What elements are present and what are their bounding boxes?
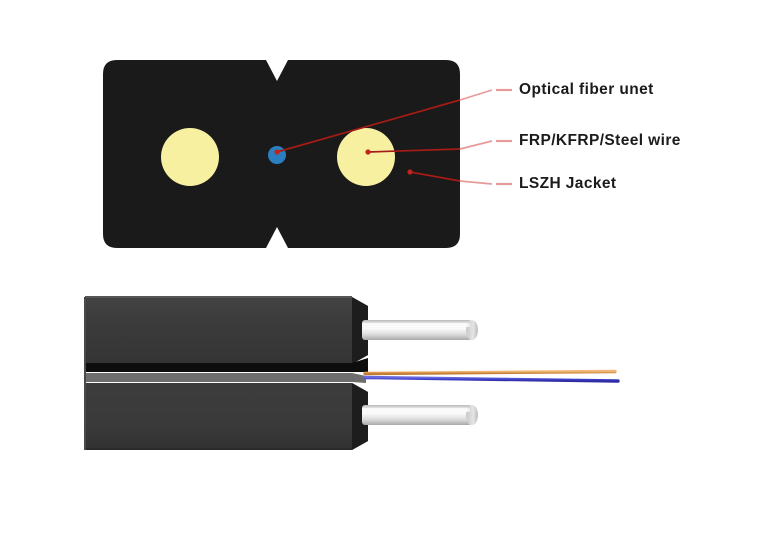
left-fiber-unit-circle [161, 128, 219, 186]
cable-left-cut-edge [84, 297, 86, 450]
callout-lszh-jacket: LSZH Jacket [496, 175, 616, 192]
cable-upper-end-face [352, 297, 368, 364]
blue-optical-fiber [363, 375, 620, 383]
callout-frp-kfrp-steel-wire: FRP/KFRP/Steel wire [496, 132, 681, 149]
outside-view-group [84, 296, 620, 450]
center-strength-member-dot [268, 146, 286, 164]
callout-label-frp-kfrp-steel-wire: FRP/KFRP/Steel wire [519, 132, 681, 149]
orange-optical-fiber [363, 369, 617, 376]
cable-seam-black-band [85, 358, 368, 372]
callout-optical-fiber-unet: Optical fiber unet [496, 81, 654, 98]
cable-bottom-shadow [85, 448, 352, 450]
cable-upper-body [85, 297, 368, 364]
cable-lower-body [85, 383, 368, 450]
cable-seam-gray-band [85, 373, 366, 383]
cable-lower-end-face [352, 383, 368, 450]
callout-label-lszh-jacket: LSZH Jacket [519, 175, 616, 192]
cross-section-group: Optical fiber unet FRP/KFRP/Steel wire L… [103, 60, 681, 248]
upper-strength-rod [362, 320, 478, 340]
callout-leader-frp-kfrp-steel-wire [365, 140, 493, 155]
callout-label-optical-fiber-unet: Optical fiber unet [519, 81, 654, 98]
right-fiber-unit-circle [337, 128, 395, 186]
callout-leader-lszh-jacket [407, 169, 493, 185]
cable-top-highlight [85, 296, 352, 298]
callout-leader-optical-fiber-unet [274, 89, 493, 155]
lower-strength-rod [362, 405, 478, 425]
